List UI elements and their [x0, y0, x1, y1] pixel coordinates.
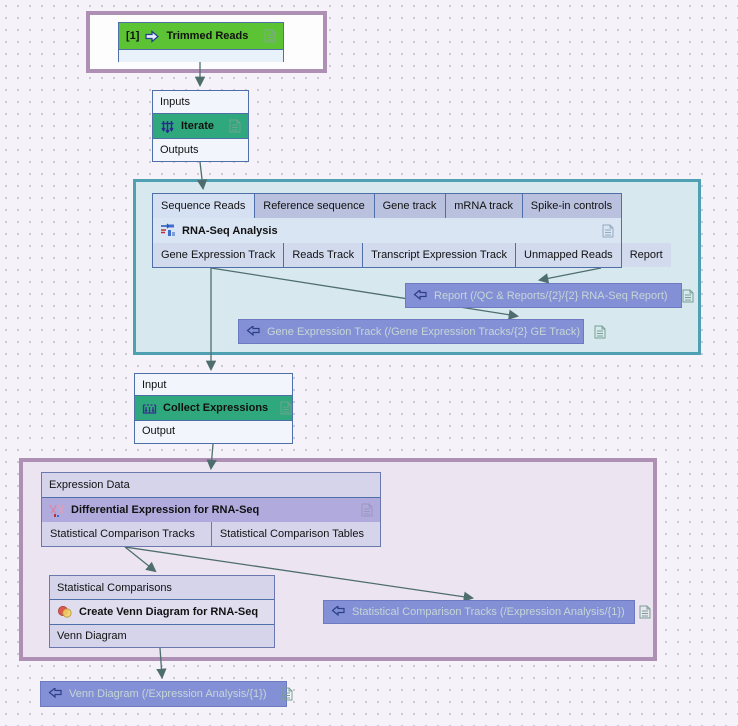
venn-icon [57, 605, 73, 619]
document-icon [264, 29, 276, 43]
node-title: Collect Expressions [163, 402, 269, 414]
collect-icon [142, 401, 157, 415]
node-trimmed-reads[interactable]: [1] Trimmed Reads [118, 22, 284, 62]
port-statistical-comparisons[interactable]: Statistical Comparisons [50, 576, 274, 599]
port-label: Output [142, 425, 176, 437]
iterate-inputs-port[interactable]: Inputs [153, 91, 248, 113]
document-icon [602, 224, 614, 238]
output-label: Gene Expression Track (/Gene Expression … [267, 325, 581, 338]
port-venn-diagram[interactable]: Venn Diagram [50, 624, 274, 647]
document-icon [280, 401, 292, 415]
port-transcript-expression-track[interactable]: Transcript Expression Track [362, 243, 516, 267]
document-icon [281, 687, 293, 701]
trimmed-reads-subrow [119, 49, 283, 62]
port-gene-expression-track[interactable]: Gene Expression Track [153, 243, 284, 267]
port-label: Outputs [160, 143, 199, 156]
rnaseq-icon [160, 223, 176, 238]
output-arrow-icon [246, 325, 260, 338]
node-title: Iterate [181, 120, 215, 132]
output-report[interactable]: Report (/QC & Reports/{2}/{2} RNA-Seq Re… [405, 283, 694, 308]
port-label: Inputs [160, 96, 190, 108]
node-title: Differential Expression for RNA-Seq [71, 504, 260, 516]
output-arrow-icon [413, 289, 427, 302]
iteration-badge: [1] [126, 30, 140, 42]
document-icon [229, 119, 241, 133]
node-title: RNA-Seq Analysis [182, 224, 278, 237]
node-iterate[interactable]: Inputs Iterate Outputs [152, 90, 249, 162]
port-sequence-reads[interactable]: Sequence Reads [153, 194, 255, 218]
port-label: Statistical Comparisons [57, 581, 172, 594]
collect-input-port[interactable]: Input [135, 374, 292, 395]
port-mrna-track[interactable]: mRNA track [445, 194, 522, 218]
port-unmapped-reads[interactable]: Unmapped Reads [515, 243, 621, 267]
input-arrow-icon [145, 29, 160, 43]
node-title: Create Venn Diagram for RNA-Seq [79, 606, 259, 618]
output-arrow-icon [331, 606, 345, 618]
iterate-icon [160, 120, 175, 133]
port-statistical-comparison-tracks[interactable]: Statistical Comparison Tracks [42, 522, 211, 546]
port-reads-track[interactable]: Reads Track [283, 243, 363, 267]
port-expression-data[interactable]: Expression Data [42, 473, 380, 497]
node-collect-expressions[interactable]: Input Collect Expressions Output [134, 373, 293, 444]
diffexp-icon [49, 503, 65, 518]
output-venn-diagram[interactable]: Venn Diagram (/Expression Analysis/{1}) [40, 681, 292, 707]
output-gene-expression-track[interactable]: Gene Expression Track (/Gene Expression … [238, 319, 606, 344]
document-icon [682, 289, 694, 303]
document-icon [639, 605, 651, 619]
node-differential-expression[interactable]: Expression Data Differential Expression … [41, 472, 381, 547]
node-create-venn-diagram[interactable]: Statistical Comparisons Create Venn Diag… [49, 575, 275, 648]
collect-output-port[interactable]: Output [135, 420, 292, 441]
output-label: Report (/QC & Reports/{2}/{2} RNA-Seq Re… [434, 289, 668, 302]
port-gene-track[interactable]: Gene track [373, 194, 446, 218]
iterate-outputs-port[interactable]: Outputs [153, 138, 248, 160]
node-label: Trimmed Reads [166, 30, 249, 42]
output-label: Venn Diagram (/Expression Analysis/{1}) [69, 688, 267, 700]
output-label: Statistical Comparison Tracks (/Expressi… [352, 606, 625, 618]
port-label: Venn Diagram [57, 630, 127, 642]
output-arrow-icon [48, 688, 62, 700]
node-rnaseq-analysis[interactable]: Sequence Reads Reference sequence Gene t… [152, 193, 671, 268]
port-label: Input [142, 378, 167, 391]
output-statistical-comparison-tracks[interactable]: Statistical Comparison Tracks (/Expressi… [323, 600, 651, 624]
port-spikein-controls[interactable]: Spike-in controls [521, 194, 621, 218]
port-label: Expression Data [49, 479, 130, 491]
port-statistical-comparison-tables[interactable]: Statistical Comparison Tables [210, 522, 381, 546]
document-icon [594, 325, 606, 339]
port-report[interactable]: Report [620, 243, 671, 267]
port-reference-sequence[interactable]: Reference sequence [254, 194, 374, 218]
document-icon [361, 503, 373, 517]
